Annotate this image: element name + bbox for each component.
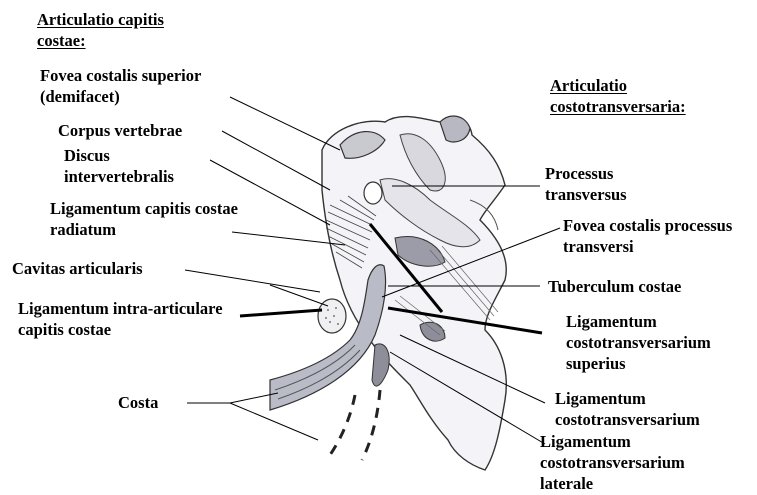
label-costa: Costa <box>118 392 158 413</box>
label-fovea-costalis-superior: Fovea costalis superior (demifacet) <box>40 65 240 107</box>
label-discus-intervertebralis: Discus intervertebralis <box>64 145 214 187</box>
label-ligamentum-capitis-radiatum: Ligamentum capitis costae radiatum <box>50 198 245 240</box>
label-corpus-vertebrae: Corpus vertebrae <box>58 120 182 141</box>
label-lig-costotransversarium-laterale: Ligamentum costotransversarium laterale <box>540 431 740 494</box>
label-lig-costotransversarium: Ligamentum costotransversarium <box>555 388 745 430</box>
label-processus-transversus: Processus transversus <box>545 163 665 205</box>
label-tuberculum-costae: Tuberculum costae <box>548 276 681 297</box>
label-cavitas-articularis: Cavitas articularis <box>12 258 143 279</box>
label-fovea-costalis-processus: Fovea costalis processus transversi <box>563 215 753 257</box>
label-lig-costotransversarium-superius: Ligamentum costotransversarium superius <box>566 311 756 374</box>
label-ligamentum-intraarticulare: Ligamentum intra-articulare capitis cost… <box>18 298 248 340</box>
